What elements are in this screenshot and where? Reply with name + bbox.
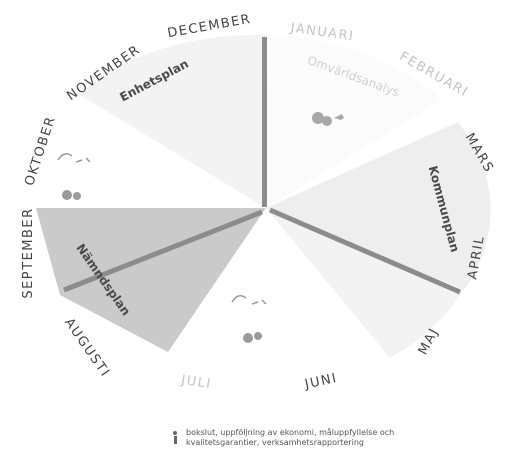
people-icon [231,295,267,343]
legend-line-2: kvalitetsgarantier, verksamhetsrapporter… [186,438,364,447]
month-augusti: AUGUSTI [61,316,113,381]
month-oktober: OKTOBER [22,114,59,188]
sector-jan-feb [266,35,442,208]
sector-dec-jan [80,34,266,208]
month-juli: JULI [179,373,212,392]
divider-left [63,209,263,293]
divider-right [269,207,461,295]
people-icon [312,112,344,126]
divider-top [262,37,267,207]
sector-april-maj [266,208,462,358]
legend: bokslut, uppföljning av ekonomi, måluppf… [170,428,500,448]
sector-kommunplan [266,122,491,290]
legend-line-1: bokslut, uppföljning av ekonomi, måluppf… [186,428,395,437]
month-september: SEPTEMBER [21,207,36,298]
people-icon [57,153,91,200]
legend-person-icon [173,431,177,444]
sector-namndsplan [36,208,266,352]
month-juni: JUNI [303,371,339,393]
